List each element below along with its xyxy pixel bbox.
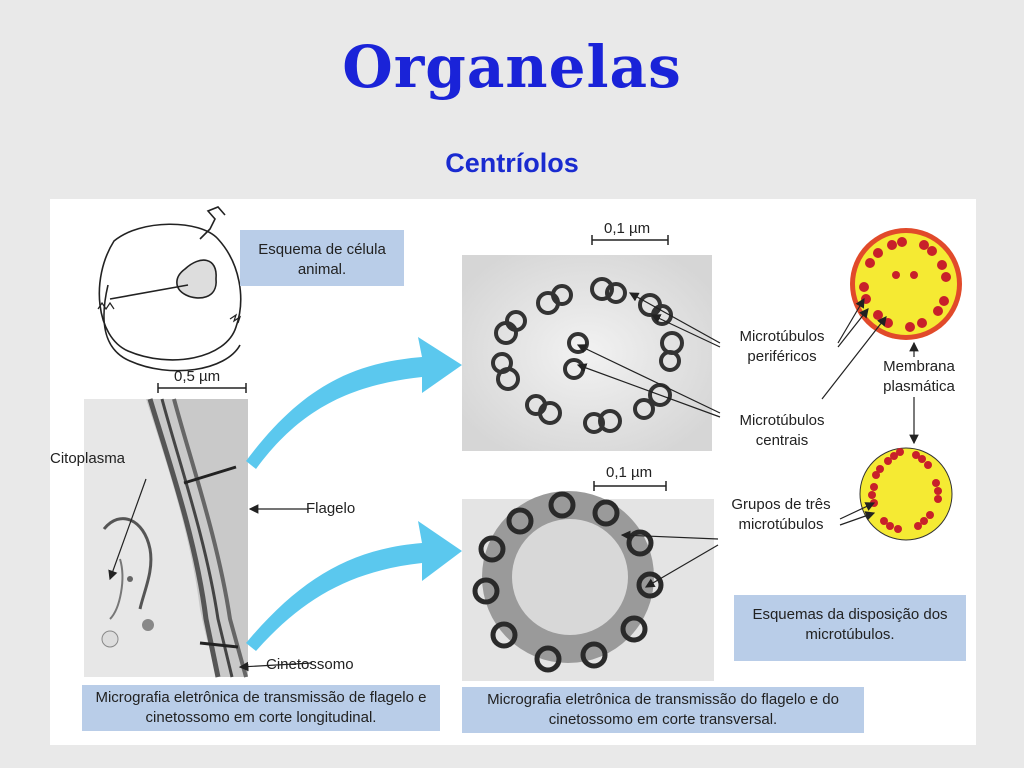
scale-label-long: 0,5 µm — [174, 368, 221, 385]
label-citoplasma: Citoplasma — [50, 450, 126, 467]
blue-arrows — [246, 337, 462, 651]
page-title: Organelas — [342, 33, 682, 101]
scheme-bottom — [859, 447, 953, 541]
transverse-micrograph-top — [462, 255, 712, 451]
label-flagelo: Flagelo — [306, 500, 356, 517]
figure-panel: Esquema de célula animal. Micrografia el… — [50, 199, 976, 745]
scale-bars — [157, 235, 669, 491]
page-subtitle: Centríolos — [445, 148, 579, 178]
pointer-lines — [108, 292, 919, 672]
label-plasma-membrane: Membrana plasmática — [883, 358, 955, 395]
animal-cell-sketch — [97, 206, 242, 372]
scale-label-bottom: 0,1 µm — [606, 464, 653, 481]
caption-cell-scheme: Esquema de célula animal. — [240, 230, 404, 286]
label-peripheral-microtubules: Microtúbulos periféricos — [739, 328, 825, 365]
caption-longitudinal: Micrografia eletrônica de transmissão de… — [82, 685, 440, 731]
caption-transverse: Micrografia eletrônica de transmissão do… — [462, 687, 864, 733]
label-cinetossomo: Cinetossomo — [266, 656, 354, 673]
caption-schemes: Esquemas da disposição dos microtúbulos. — [734, 595, 966, 661]
longitudinal-micrograph — [84, 398, 248, 678]
scale-label-top: 0,1 µm — [604, 220, 651, 237]
label-central-microtubules: Microtúbulos centrais — [739, 412, 825, 449]
scheme-top — [850, 228, 962, 340]
transverse-micrograph-bottom — [462, 491, 714, 681]
figure-drawing — [84, 206, 962, 681]
label-triplet-groups: Grupos de três microtúbulos — [731, 496, 831, 533]
